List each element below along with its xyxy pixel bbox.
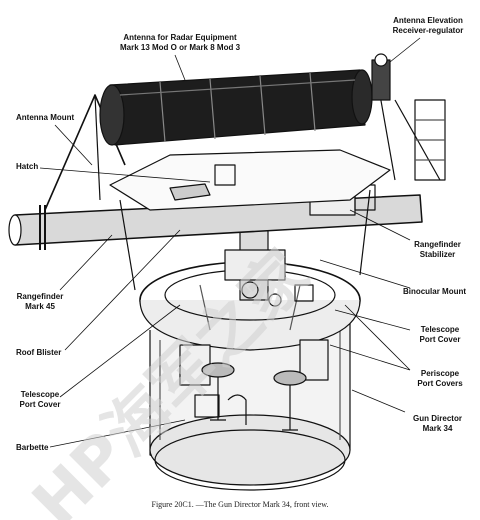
seats-drawing — [194, 362, 307, 431]
roof-drawing — [109, 149, 391, 291]
label-barbette: Barbette — [16, 443, 49, 452]
label-telescope-port-cover-right: Telescope Port Cover — [419, 325, 461, 344]
leader-lines — [39, 37, 421, 448]
label-binocular-mount: Binocular Mount — [402, 287, 467, 296]
label-telescope-port-cover-left: Telescope Port Cover — [19, 390, 61, 409]
label-rangefinder-stabilizer: Rangefinder Stabilizer — [414, 240, 461, 259]
receiver-regulator-drawing — [371, 53, 391, 101]
label-roof-blister: Roof Blister — [16, 348, 62, 357]
label-antenna-mount: Antenna Mount — [16, 113, 75, 122]
label-antenna-elevation: Antenna Elevation Receiver-regulator — [392, 16, 464, 35]
label-rangefinder-mark45: Rangefinder Mark 45 — [16, 292, 64, 311]
radar-antenna-drawing — [99, 69, 373, 146]
label-periscope-port-covers: Periscope Port Covers — [417, 369, 463, 388]
label-gun-director: Gun Director Mark 34 — [413, 414, 462, 433]
figure-caption: Figure 20C1. —The Gun Director Mark 34, … — [151, 500, 329, 509]
interior-drawing — [179, 229, 329, 386]
label-hatch: Hatch — [16, 162, 39, 171]
label-antenna-radar: Antenna for Radar Equipment Mark 13 Mod … — [119, 33, 241, 52]
